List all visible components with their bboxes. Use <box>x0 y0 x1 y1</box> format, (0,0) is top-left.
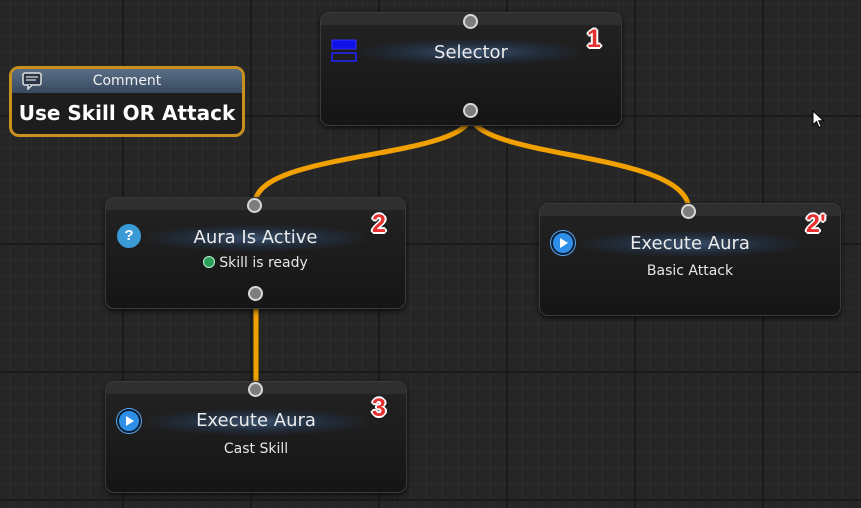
comment-text: Use Skill OR Attack <box>18 101 236 125</box>
comment-label: Comment <box>92 73 162 89</box>
execute-basic-input-pin[interactable] <box>681 204 696 219</box>
execute-skill-input-pin[interactable] <box>248 382 263 397</box>
node-number-marker: 1 <box>587 25 601 53</box>
execute-aura-cast-skill-node[interactable]: Execute Aura Cast Skill 3 <box>105 381 407 493</box>
question-icon: ? <box>117 224 141 248</box>
wire-selector-to-aura-is-active <box>252 113 474 205</box>
node-number-marker: 2 <box>372 210 386 238</box>
execute-aura-title: Execute Aura <box>196 410 316 431</box>
execute-aura-subtitle: Basic Attack <box>646 263 734 279</box>
condition-status: Skill is ready <box>106 255 405 271</box>
selector-node[interactable]: Selector 1 <box>320 12 622 126</box>
title-glow <box>146 409 366 435</box>
comment-bubble-icon <box>22 72 42 94</box>
node-number-marker: 2' <box>806 210 826 238</box>
wire-selector-to-execute-basic <box>468 113 692 211</box>
title-glow <box>580 231 800 257</box>
node-number-marker: 3 <box>372 394 386 422</box>
execute-aura-title: Execute Aura <box>630 233 750 254</box>
selector-icon <box>331 39 359 67</box>
ready-status-icon <box>203 256 216 268</box>
play-icon <box>551 231 575 255</box>
title-glow <box>146 225 365 251</box>
comment-header <box>12 69 242 93</box>
aura-is-active-input-pin[interactable] <box>247 198 262 213</box>
execute-aura-basic-attack-node[interactable]: Execute Aura Basic Attack 2' <box>539 203 841 316</box>
execute-aura-subtitle: Cast Skill <box>223 441 289 457</box>
play-icon <box>117 409 141 433</box>
aura-is-active-title: Aura Is Active <box>193 227 318 248</box>
mouse-cursor-icon <box>812 109 826 134</box>
comment-box[interactable]: Comment Use Skill OR Attack <box>9 66 245 137</box>
condition-status-text: Skill is ready <box>219 255 308 271</box>
selector-output-pin[interactable] <box>463 103 478 118</box>
title-glow <box>361 39 581 65</box>
selector-input-pin[interactable] <box>463 14 478 29</box>
selector-title: Selector <box>434 42 508 63</box>
aura-is-active-output-pin[interactable] <box>248 286 263 301</box>
